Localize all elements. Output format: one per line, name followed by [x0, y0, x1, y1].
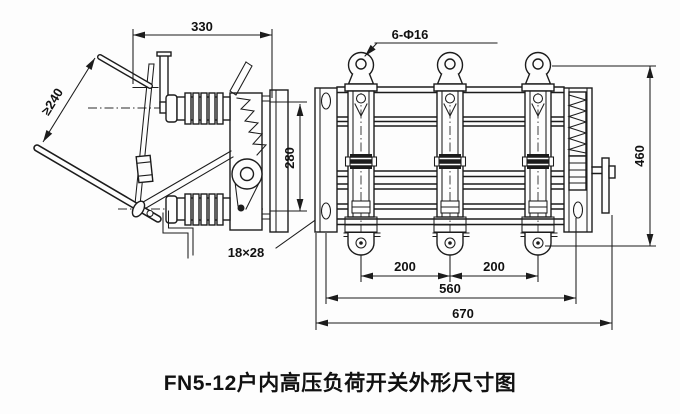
front-view: 6-Φ16 460 200 200 560 670	[314, 27, 656, 330]
drive-mechanism	[566, 91, 616, 214]
dim-ge240: ≥240	[38, 57, 96, 143]
dim-6-phi16: 6-Φ16	[364, 27, 498, 57]
insulator-pole	[343, 51, 381, 256]
insulator-pole-3	[520, 51, 558, 256]
drive-shaft-flange	[601, 157, 610, 214]
dim-460: 460	[545, 65, 656, 247]
left-mounting-plate	[314, 87, 338, 233]
insulator-pole-2	[432, 51, 470, 256]
lever-strut	[137, 150, 234, 212]
dim-280-label: 280	[282, 147, 297, 169]
dim-670-label: 670	[452, 306, 474, 321]
upper-insulator	[156, 51, 231, 125]
dim-670: 670	[315, 215, 613, 330]
dim-200-right-label: 200	[483, 259, 505, 274]
mounting-slot-top	[320, 92, 332, 110]
dim-200-pair: 200 200	[360, 255, 539, 282]
lower-insulator	[165, 193, 231, 226]
dim-330: 330	[132, 19, 273, 98]
dim-330-label: 330	[191, 19, 213, 34]
mounting-slot-bottom	[320, 202, 332, 220]
dim-ge240-label: ≥240	[38, 85, 66, 117]
drive-spring	[566, 94, 588, 154]
mounting-slot-right	[572, 201, 584, 219]
side-view: 330 ≥240 18×28 280	[33, 19, 322, 260]
dim-460-label: 460	[632, 145, 647, 167]
opening-spring	[229, 61, 268, 156]
cam-mechanism	[231, 158, 263, 212]
bottom-terminal-bracket	[162, 210, 194, 259]
dim-18x28-label: 18×28	[228, 245, 265, 260]
dim-18x28: 18×28	[228, 215, 322, 260]
drawing-title: FN5-12户内高压负荷开关外形尺寸图	[164, 371, 517, 395]
dim-200-left-label: 200	[394, 259, 416, 274]
dim-560-label: 560	[439, 281, 461, 296]
operating-handle	[33, 54, 162, 223]
dim-6-phi16-label: 6-Φ16	[392, 27, 429, 42]
drive-shaft-end	[608, 165, 616, 179]
dim-560: 560	[325, 218, 577, 304]
dim-280: 280	[282, 101, 307, 212]
connecting-rod	[134, 63, 155, 206]
